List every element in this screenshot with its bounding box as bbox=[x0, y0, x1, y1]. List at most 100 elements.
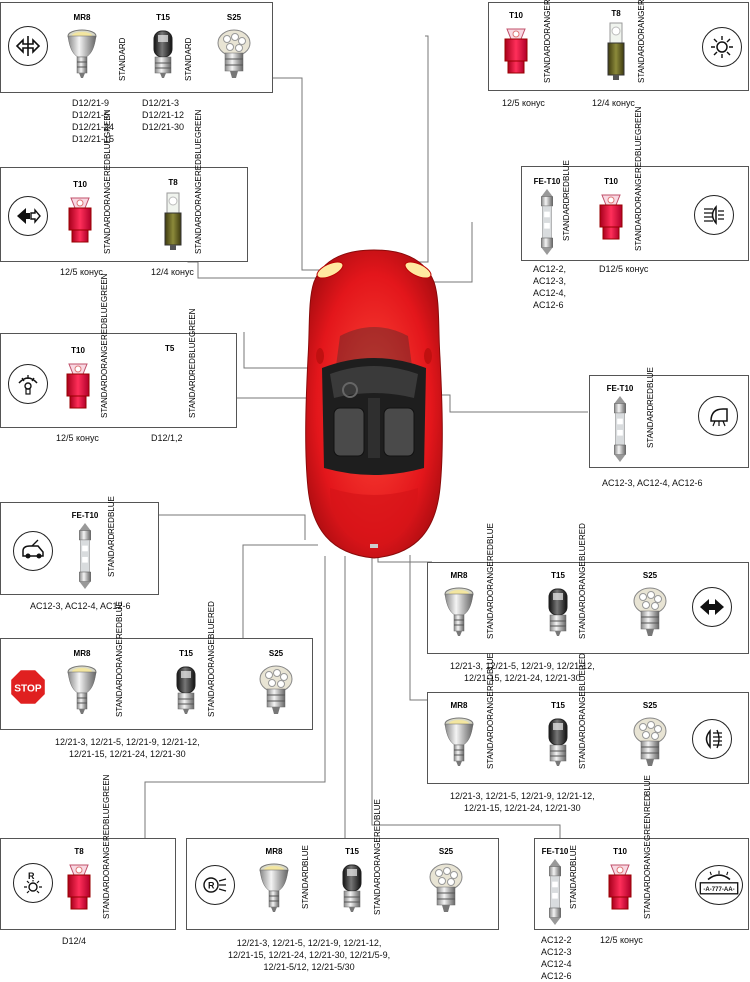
bulb-t15: T15 bbox=[151, 13, 175, 83]
rear-fog-lamp-icon bbox=[692, 719, 732, 759]
bulb-fe-t10: FE-T10 bbox=[534, 177, 560, 255]
bulb-t8: T8 bbox=[162, 178, 184, 252]
bulb-label: T15 bbox=[551, 701, 565, 710]
bulb-t8: T8 bbox=[66, 847, 92, 913]
headlight-beam-icon bbox=[694, 195, 734, 235]
bulb-t10: T10 bbox=[607, 847, 633, 913]
caption-p9: 12/21-3, 12/21-5, 12/21-9, 12/21-12,12/2… bbox=[55, 737, 200, 759]
bulb-mr8: MR8 bbox=[259, 847, 289, 917]
bulb-s25: S25 bbox=[259, 649, 293, 719]
bulb-t15: T15 bbox=[546, 701, 570, 771]
bulb-label: T15 bbox=[551, 571, 565, 580]
caption-p11: D12/4 bbox=[62, 936, 87, 946]
instrument-gauge-icon bbox=[8, 364, 48, 404]
stop-text: STOP bbox=[14, 683, 42, 694]
caption-p5b: D12/1,2 bbox=[151, 433, 183, 443]
bulb-label: T8 bbox=[611, 9, 621, 18]
color-list: STANDARD bbox=[184, 37, 193, 81]
bulb-label: S25 bbox=[268, 649, 284, 658]
bulb-mr8: MR8 bbox=[67, 649, 97, 719]
hazard-arrows-icon bbox=[692, 587, 732, 627]
bulb-label: FE-T10 bbox=[541, 847, 569, 856]
caption-p2b: 12/4 конус bbox=[592, 98, 635, 108]
bulb-label: T15 bbox=[156, 13, 170, 22]
bulb-label: MR8 bbox=[73, 13, 91, 22]
bulb-s25: S25 bbox=[217, 13, 251, 83]
bulb-mr8: MR8 bbox=[444, 701, 474, 771]
bulb-label: MR8 bbox=[73, 649, 91, 658]
caption-p4b: D12/5 конус bbox=[599, 264, 649, 274]
bulb-label: T10 bbox=[604, 177, 618, 186]
bulb-label: MR8 bbox=[450, 701, 468, 710]
bulb-t10: T10 bbox=[65, 346, 91, 412]
bulb-t15: T15 bbox=[546, 571, 570, 641]
door-courtesy-lamp-icon bbox=[698, 396, 738, 436]
bulb-t15: T15 bbox=[340, 847, 364, 917]
side-marker-arrows-icon bbox=[8, 26, 48, 66]
bulb-t8: T8 bbox=[605, 9, 627, 81]
bulb-fe-t10: FE-T10 bbox=[72, 511, 98, 589]
caption-p5a: 12/5 конус bbox=[56, 433, 99, 443]
interior-lamp-icon bbox=[702, 27, 742, 67]
caption-p12: 12/21-3, 12/21-5, 12/21-9, 12/21-12,12/2… bbox=[228, 938, 391, 972]
reverse-lamp-icon: R bbox=[13, 863, 53, 903]
caption-p2a: 12/5 конус bbox=[502, 98, 545, 108]
caption-p3a: 12/5 конус bbox=[60, 267, 103, 277]
bulb-label: T8 bbox=[74, 847, 84, 856]
bulb-t5-label: T5 bbox=[165, 344, 175, 353]
bulb-t15: T15 bbox=[174, 649, 198, 719]
bulb-label: T8 bbox=[168, 178, 178, 187]
caption-p3b: 12/4 конус bbox=[151, 267, 194, 277]
bulb-fe-t10: FE-T10 bbox=[607, 384, 633, 462]
color-list: STANDARD bbox=[118, 37, 127, 81]
caption-p4a: AC12-2,AC12-3,AC12-4,AC12-6 bbox=[533, 264, 567, 310]
caption-p10: 12/21-3, 12/21-5, 12/21-9, 12/21-12,12/2… bbox=[450, 791, 595, 813]
license-plate-icon: -A-777-AA- bbox=[695, 865, 743, 905]
bulb-t10: T10 bbox=[503, 11, 529, 77]
bulb-label: T10 bbox=[73, 180, 87, 189]
reverse-beam-icon: R bbox=[195, 865, 235, 905]
bulb-label: S25 bbox=[642, 571, 658, 580]
reverse-r-text: R bbox=[208, 881, 215, 891]
reverse-r-text: R bbox=[28, 871, 35, 881]
caption-p6: AC12-3, AC12-4, AC12-6 bbox=[602, 478, 703, 488]
plate-text: -A-777-AA- bbox=[703, 887, 734, 893]
bulb-t10: T10 bbox=[67, 180, 93, 246]
bulb-label: FE-T10 bbox=[533, 177, 561, 186]
bulb-s25: S25 bbox=[633, 701, 667, 771]
bulb-label: S25 bbox=[642, 701, 658, 710]
bulb-label: MR8 bbox=[265, 847, 283, 856]
glovebox-icon bbox=[13, 531, 53, 571]
caption-p8: 12/21-3, 12/21-5, 12/21-9, 12/21-12,12/2… bbox=[450, 661, 595, 683]
car-top-view bbox=[305, 249, 443, 559]
bulb-label: MR8 bbox=[450, 571, 468, 580]
